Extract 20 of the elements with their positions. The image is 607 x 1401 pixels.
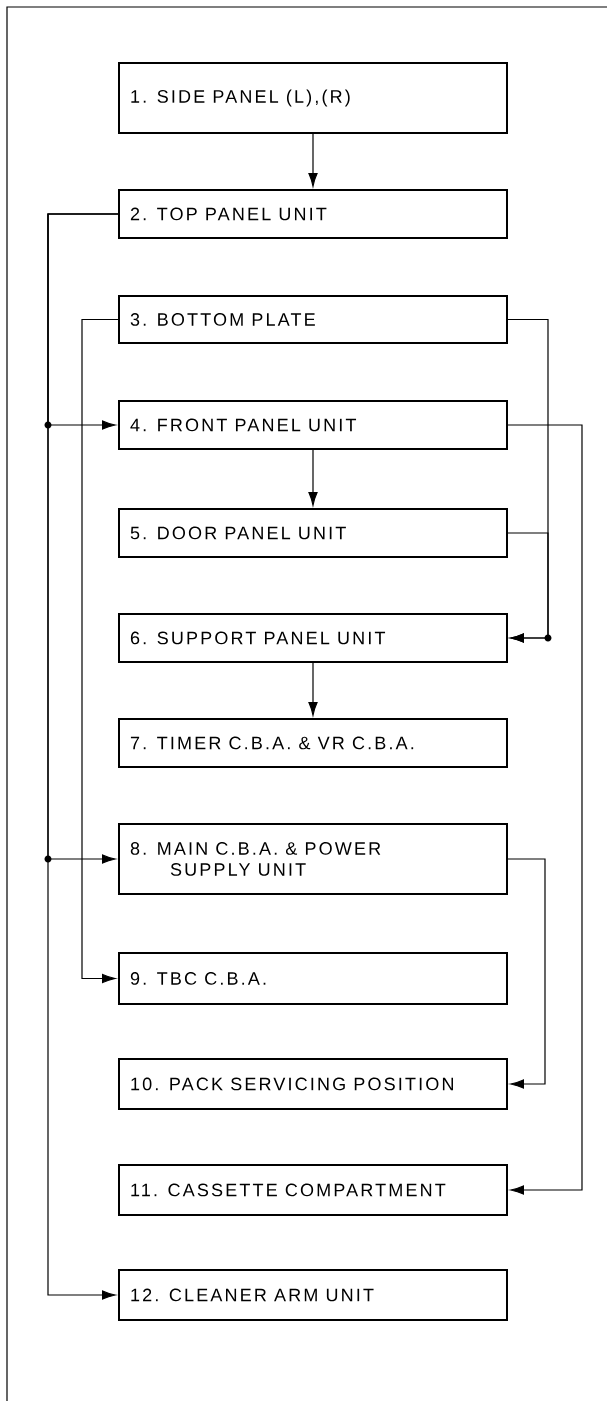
step-box: 6. SUPPORT PANEL UNIT (118, 613, 508, 663)
step-box: 12. CLEANER ARM UNIT (118, 1269, 508, 1321)
step-box: 4. FRONT PANEL UNIT (118, 400, 508, 450)
arrow (308, 662, 318, 716)
arrow (507, 424, 583, 1195)
arrow (47, 213, 119, 1300)
step-box: 10. PACK SERVICING POSITION (118, 1058, 508, 1110)
step-box: 9. TBC C.B.A. (118, 952, 508, 1005)
arrow (507, 532, 549, 643)
arrow (308, 449, 318, 506)
step-box: 8. MAIN C.B.A. & POWER SUPPLY UNIT (118, 823, 508, 895)
arrow (81, 318, 119, 984)
step-box: 11. CASSETTE COMPARTMENT (118, 1164, 508, 1216)
step-box: 2. TOP PANEL UNIT (118, 189, 508, 239)
arrow (308, 133, 318, 187)
step-box: 1. SIDE PANEL (L),(R) (118, 62, 508, 134)
step-box: 7. TIMER C.B.A. & VR C.B.A. (118, 718, 508, 768)
step-box: 3. BOTTOM PLATE (118, 295, 508, 344)
step-box: 5. DOOR PANEL UNIT (118, 508, 508, 558)
arrow (507, 858, 546, 1089)
